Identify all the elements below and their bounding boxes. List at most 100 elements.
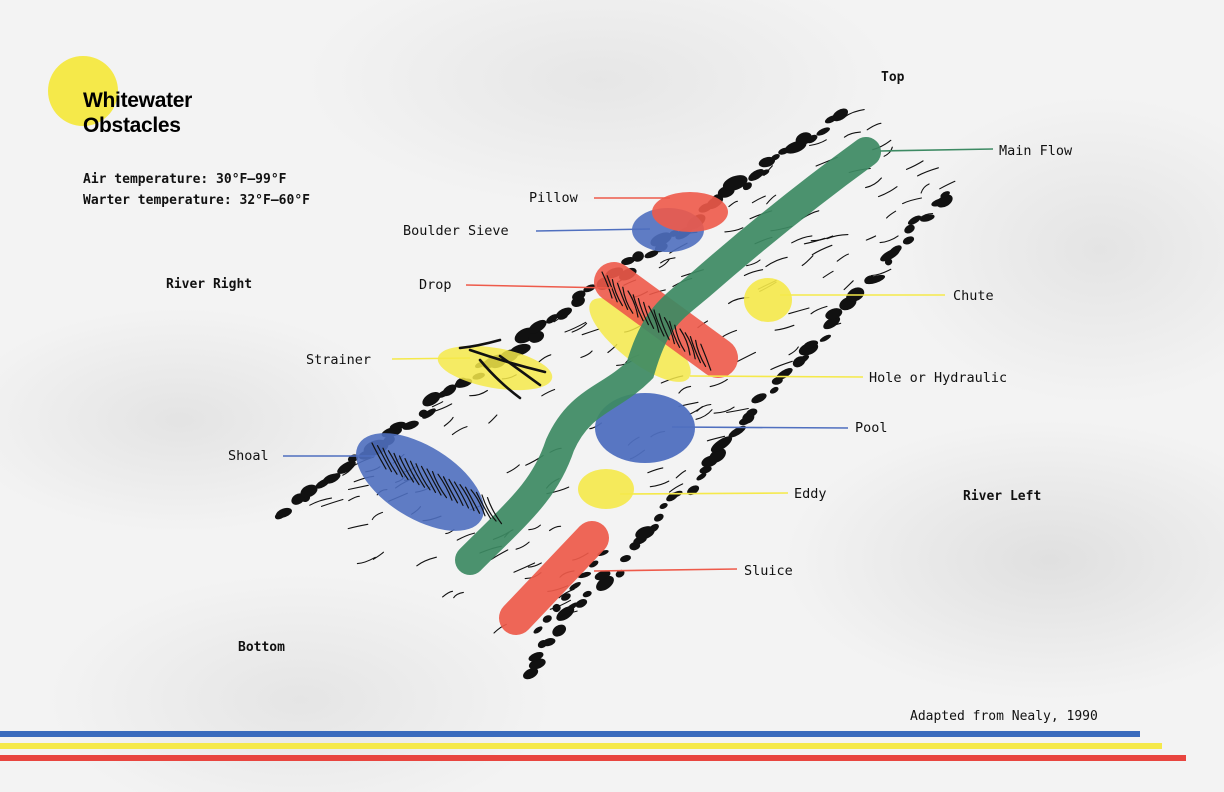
label-shoal: Shoal [228, 448, 269, 464]
bank-rock [337, 460, 356, 474]
water-stroke [763, 165, 773, 176]
bank-rock [528, 330, 545, 343]
leader-lines [283, 148, 994, 572]
bank-rock [632, 251, 644, 262]
water-stroke [689, 406, 704, 415]
water-stroke [541, 388, 556, 397]
water-stroke [870, 268, 892, 277]
water-stroke [770, 360, 793, 371]
water-stroke [801, 255, 814, 267]
bank-rock [816, 127, 830, 136]
drop-hatch [643, 301, 655, 329]
bank-rock [389, 421, 407, 431]
water-stroke [765, 256, 788, 268]
label-strainer: Strainer [306, 352, 372, 368]
shoal-hatch [404, 458, 420, 486]
water-stroke [371, 511, 384, 521]
drop-hatch [669, 320, 681, 348]
shoal-zone [356, 433, 484, 531]
bank-rock [621, 256, 635, 266]
shoal-hatch [464, 486, 481, 514]
bank-rock [832, 108, 849, 122]
sluice-zone [499, 521, 609, 635]
water-stroke [442, 590, 454, 598]
label-eddy: Eddy [794, 486, 827, 502]
drop-leader [465, 284, 613, 289]
shoal-hatch [459, 484, 475, 512]
eddy-leader [619, 492, 789, 495]
bank-rock [794, 355, 810, 366]
title-yellow-dot [48, 56, 118, 126]
title-line-1: Whitewater [83, 89, 193, 112]
drop-hatch [648, 305, 660, 333]
bank-rock [710, 436, 733, 453]
bank-rock [546, 314, 558, 324]
bank-rock [442, 384, 457, 397]
sluice-rock [597, 549, 609, 557]
pool-leader [671, 426, 849, 429]
bank-rock [552, 624, 567, 637]
bank-rock [748, 169, 765, 181]
shoal-hatch [475, 491, 492, 519]
water-stroke [571, 322, 588, 333]
water-stroke [342, 466, 354, 476]
water-stroke [788, 307, 810, 315]
water-stroke [724, 227, 744, 233]
bank-rock [615, 569, 625, 578]
shoal-hatch [382, 447, 398, 475]
label-drop: Drop [419, 277, 452, 293]
water-stroke [746, 259, 761, 267]
sluice-rock [577, 571, 592, 579]
water-stroke [788, 346, 799, 356]
shoal-hatch [387, 450, 404, 478]
water-stroke [678, 385, 692, 394]
bank-rock [746, 408, 758, 417]
label-sluice: Sluice [744, 563, 793, 579]
water-stroke [843, 280, 854, 291]
bank-rock [659, 503, 668, 509]
page-title: Whitewater Obstacles [83, 88, 192, 138]
shoal-hatch [453, 481, 470, 509]
bank-rock [653, 513, 664, 522]
water-stroke [811, 244, 833, 256]
shoal-hatch [420, 465, 437, 493]
water-stroke [538, 354, 552, 363]
bank-rock [687, 485, 700, 496]
shoal-hatch [486, 497, 503, 525]
bank-rock [422, 408, 436, 419]
bank-rock [644, 250, 659, 259]
bank-rock [940, 191, 950, 198]
water-temperature: Warter temperature: 32°F–60°F [83, 193, 310, 208]
drop-hatch [679, 328, 691, 356]
stripe-blue [0, 731, 1140, 737]
boulder-sieve-leader [535, 228, 651, 232]
water-stroke [766, 194, 777, 205]
main-flow-leader [879, 148, 994, 152]
bank-rock [402, 420, 419, 430]
drop-hatch [695, 339, 707, 367]
water-stroke [774, 324, 795, 331]
label-pool: Pool [855, 420, 888, 436]
bank-rock [276, 507, 292, 518]
bank-rock [888, 245, 902, 256]
strainer-branch [478, 358, 522, 400]
water-stroke [886, 210, 897, 219]
water-stroke [356, 556, 376, 565]
shoal-hatch [442, 476, 459, 504]
temperature-info: Air temperature: 30°F–99°F Warter temper… [83, 169, 310, 211]
water-stroke [865, 177, 882, 189]
water-stroke [658, 258, 670, 269]
strainer-branch [458, 338, 502, 350]
water-stroke [709, 378, 728, 388]
pool-zone [595, 393, 695, 463]
water-stroke [506, 464, 520, 474]
water-stroke [348, 495, 360, 502]
bank-rock [936, 194, 953, 208]
water-stroke [453, 591, 464, 599]
water-stroke [581, 328, 600, 336]
water-stroke [660, 257, 676, 264]
bank-rock [742, 182, 752, 191]
water-stroke [917, 167, 939, 177]
eddy-zone [578, 469, 634, 509]
water-stroke [556, 610, 578, 620]
